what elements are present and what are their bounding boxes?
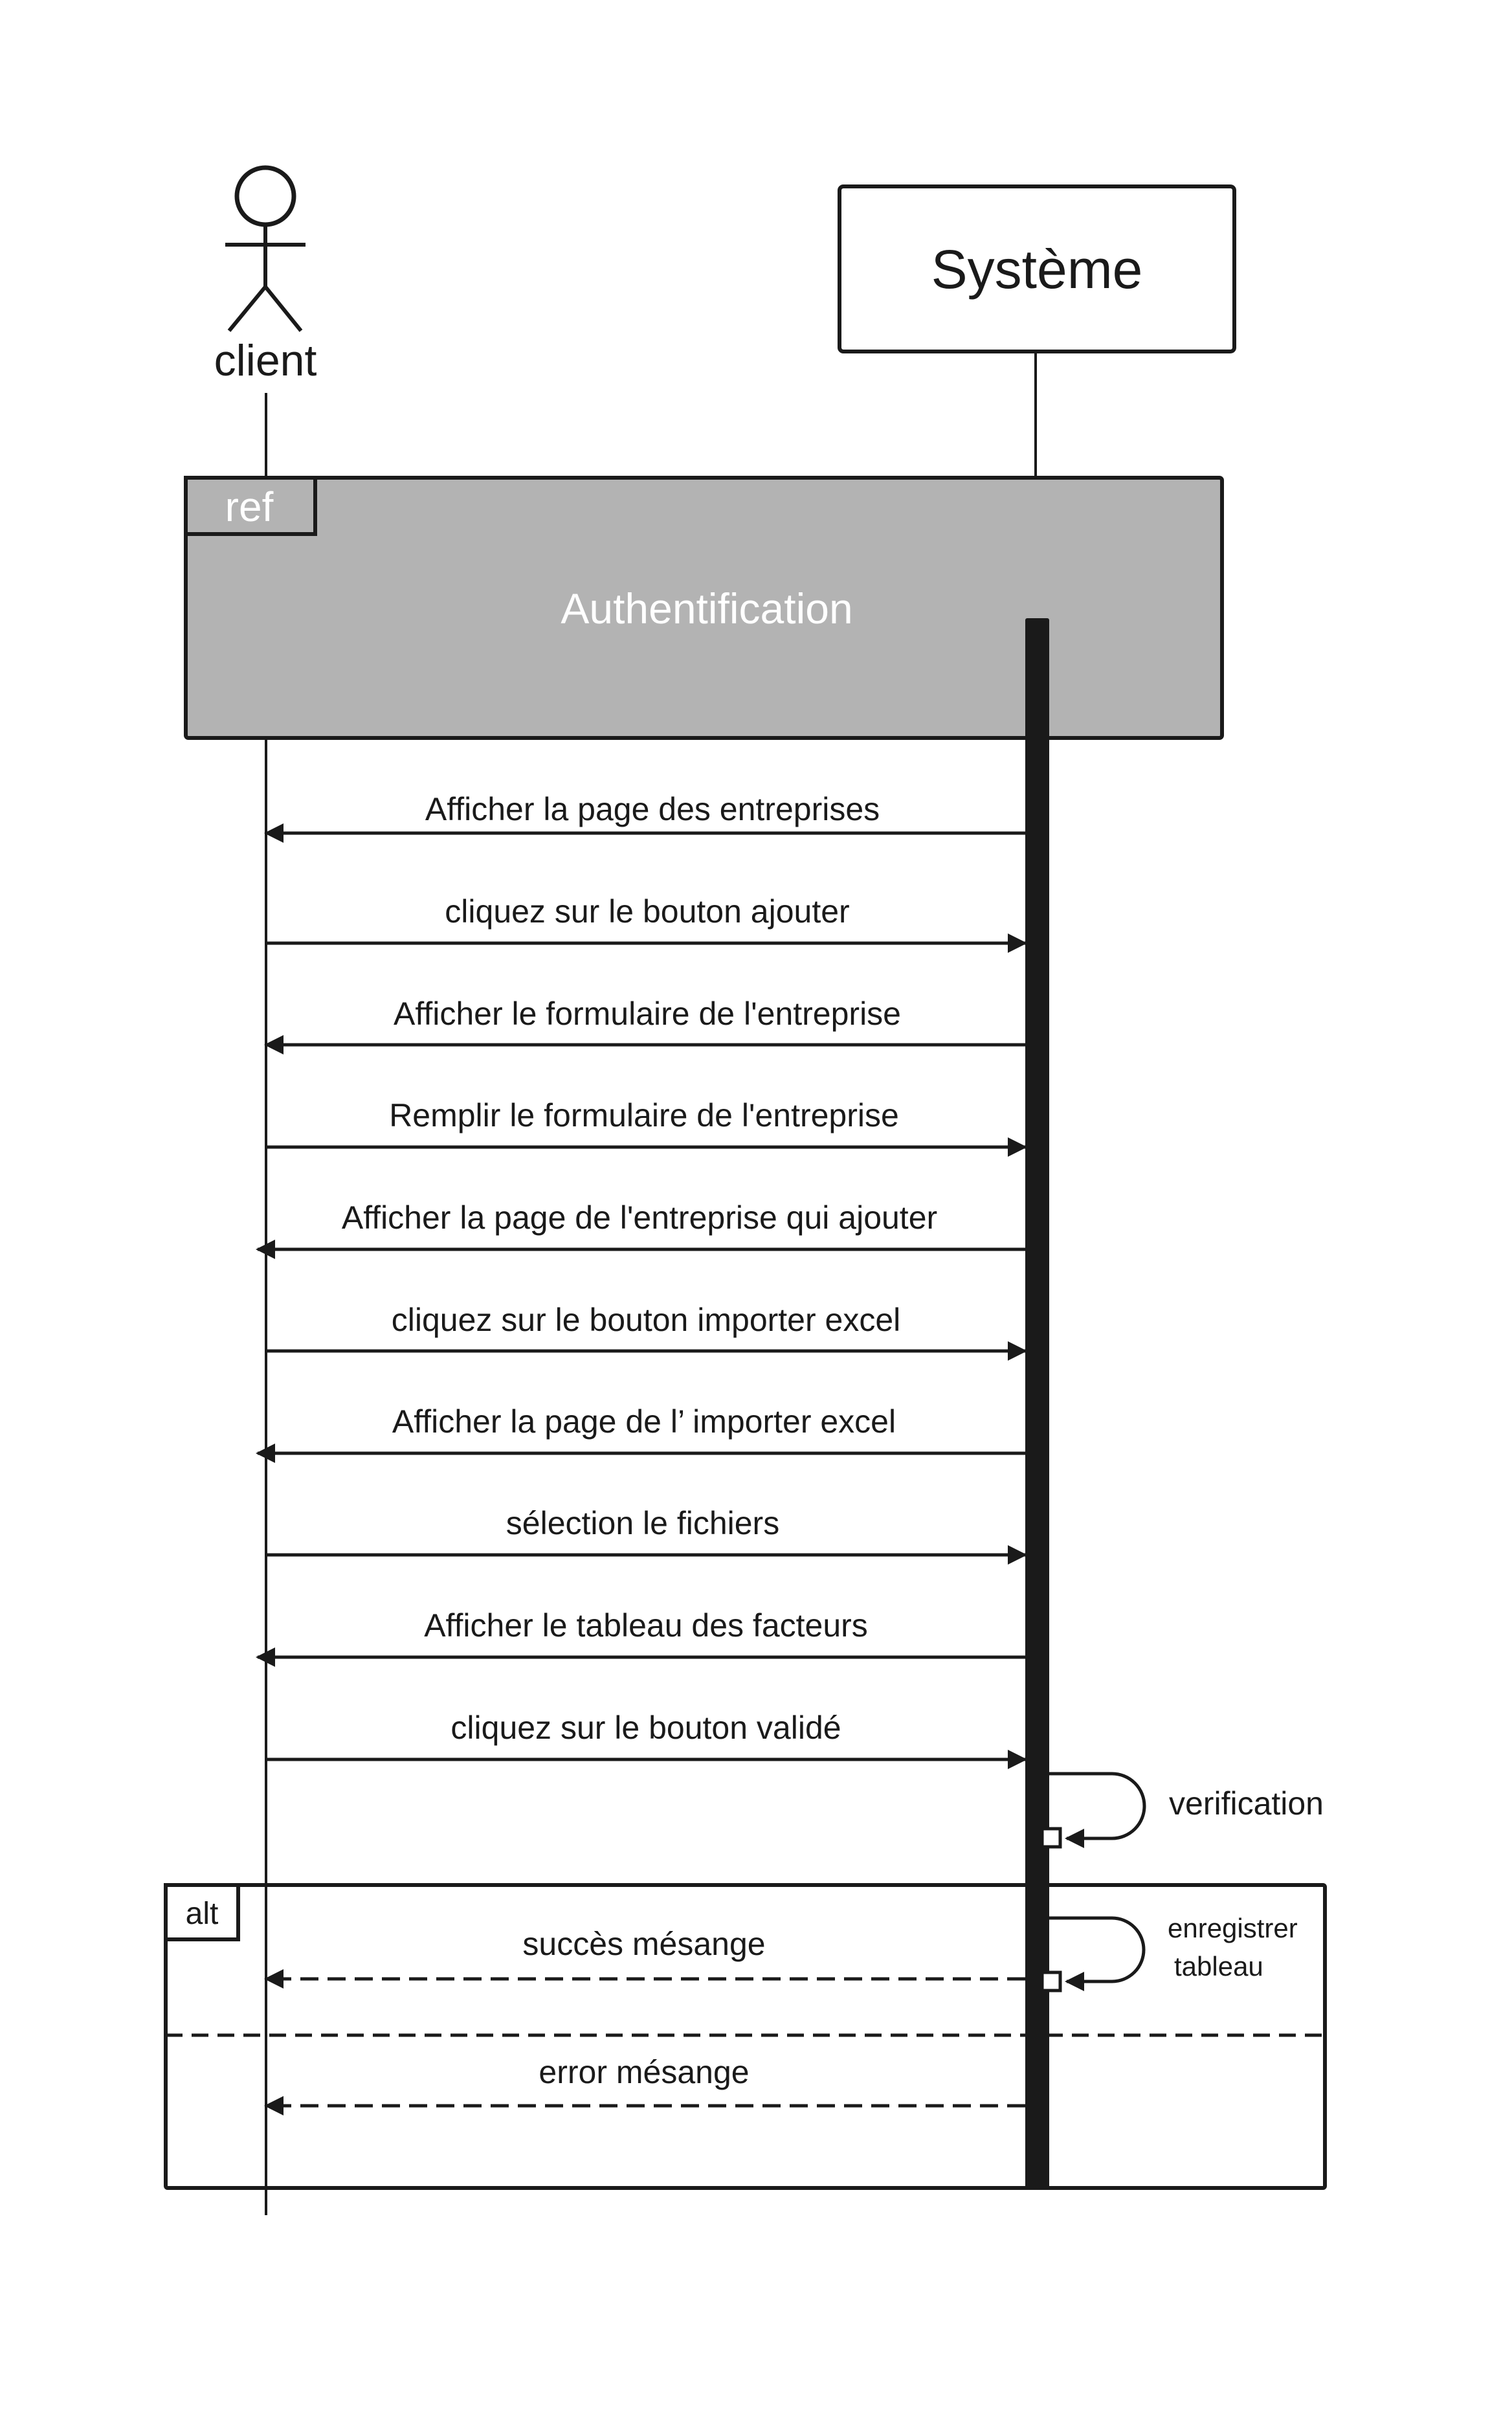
message-4: Afficher la page de l'entreprise qui ajo… — [256, 1199, 1025, 1259]
message-5: cliquez sur le bouton importer excel — [266, 1302, 1027, 1361]
message-label: Afficher le formulaire de l'entreprise — [394, 996, 901, 1032]
ref-frame: ref Authentification — [184, 476, 1224, 740]
message-label: Afficher le tableau des facteurs — [424, 1607, 868, 1644]
message-label: Afficher la page des entreprises — [425, 791, 880, 827]
message-label: Remplir le formulaire de l'entreprise — [389, 1097, 899, 1133]
reply-label: error mésange — [539, 2054, 749, 2090]
ref-tag: ref — [225, 484, 274, 530]
actor-right-leg — [263, 285, 303, 332]
self-message-activation — [1040, 1827, 1062, 1849]
self-message-label-line2: tableau — [1174, 1951, 1263, 1981]
message-label: cliquez sur le bouton ajouter — [445, 893, 849, 930]
ref-tag-box — [184, 476, 317, 536]
self-message-verification: verification — [1040, 1772, 1324, 1849]
self-message-activation — [1040, 1970, 1062, 1992]
alt-tag: alt — [186, 1897, 219, 1931]
message-8: Afficher le tableau des facteurs — [256, 1607, 1025, 1667]
participant-system-name: Système — [931, 239, 1143, 300]
message-9: cliquez sur le bouton validé — [266, 1710, 1027, 1769]
message-label: Afficher la page de l’ importer excel — [392, 1403, 896, 1440]
self-message-label: verification — [1169, 1785, 1324, 1822]
reply-error: error mésange — [264, 2054, 1025, 2115]
actor-client: client — [214, 165, 317, 385]
actor-head — [234, 165, 296, 227]
ref-title: Authentification — [561, 585, 852, 632]
self-message-arrow — [1049, 1772, 1146, 1848]
message-6: Afficher la page de l’ importer excel — [256, 1403, 1025, 1463]
message-7: sélection le fichiers — [266, 1505, 1027, 1565]
message-label: cliquez sur le bouton validé — [450, 1710, 841, 1746]
message-label: sélection le fichiers — [506, 1505, 779, 1541]
self-message-arrow — [1049, 1916, 1146, 1991]
alt-tag-box — [164, 1883, 240, 1941]
self-message-label-line1: enregistrer — [1168, 1913, 1298, 1943]
self-message-save: enregistrer tableau — [1040, 1913, 1298, 1992]
ref-frame-box — [184, 476, 1224, 740]
activation-bar-system — [1025, 618, 1049, 2188]
participant-system: Système — [838, 184, 1236, 353]
message-0: Afficher la page des entreprises — [264, 791, 1025, 843]
reply-success: succès mésange — [264, 1926, 1025, 1989]
reply-label: succès mésange — [522, 1926, 765, 1962]
alt-frame: alt — [164, 1883, 1327, 2190]
message-1: cliquez sur le bouton ajouter — [266, 893, 1027, 953]
message-label: Afficher la page de l'entreprise qui ajo… — [342, 1199, 937, 1236]
message-3: Remplir le formulaire de l'entreprise — [266, 1097, 1027, 1157]
actor-left-leg — [227, 285, 267, 332]
message-2: Afficher le formulaire de l'entreprise — [264, 996, 1025, 1054]
message-label: cliquez sur le bouton importer excel — [392, 1302, 901, 1338]
actor-client-name: client — [214, 336, 317, 385]
